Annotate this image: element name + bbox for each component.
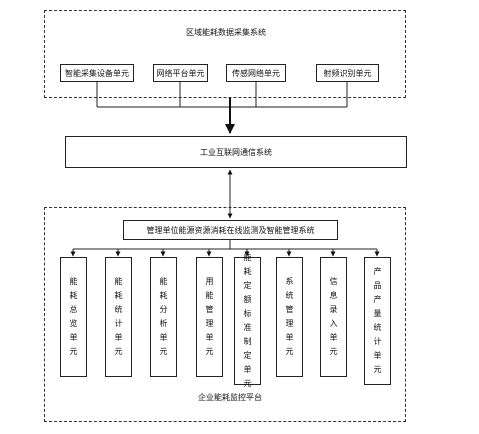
- unit-rfid: 射频识别单元: [316, 64, 379, 82]
- unit-energy-use-management-label: 用能管理单元: [205, 277, 214, 356]
- unit-system-management: 系统管理单元: [276, 257, 303, 377]
- unit-product-output-statistics-label: 产品产量统计单元: [373, 267, 382, 374]
- unit-system-management-label: 系统管理单元: [285, 277, 294, 356]
- unit-energy-analysis: 能耗分析单元: [150, 257, 177, 377]
- unit-smart-collection-device: 智能采集设备单元: [60, 64, 134, 82]
- unit-energy-statistics: 能耗统计单元: [105, 257, 132, 377]
- unit-energy-analysis-label: 能耗分析单元: [159, 277, 168, 356]
- unit-information-entry: 信息录入单元: [320, 257, 347, 377]
- enterprise-monitoring-platform-group: [44, 207, 406, 422]
- unit-energy-use-management: 用能管理单元: [196, 257, 223, 377]
- data-collection-group: [44, 10, 406, 98]
- data-collection-title: 区域能耗数据采集系统: [186, 28, 266, 37]
- unit-energy-statistics-label: 能耗统计单元: [114, 277, 123, 356]
- unit-network-platform: 网络平台单元: [153, 64, 208, 82]
- unit-energy-overview: 能耗总览单元: [60, 257, 87, 377]
- enterprise-platform-title: 企业能耗监控平台: [198, 393, 262, 402]
- unit-information-entry-label: 信息录入单元: [329, 277, 338, 356]
- unit-energy-quota-standard: 能耗定额标准制定单元: [234, 253, 261, 388]
- energy-management-system: 管理单位能源资源消耗在线监测及智能管理系统: [123, 220, 338, 240]
- industrial-internet-comm-system: 工业互联网通信系统: [65, 136, 407, 168]
- unit-energy-quota-standard-label: 能耗定额标准制定单元: [243, 253, 252, 388]
- unit-energy-overview-label: 能耗总览单元: [69, 277, 78, 356]
- unit-sensor-network: 传感网络单元: [226, 64, 286, 82]
- unit-product-output-statistics: 产品产量统计单元: [364, 257, 391, 385]
